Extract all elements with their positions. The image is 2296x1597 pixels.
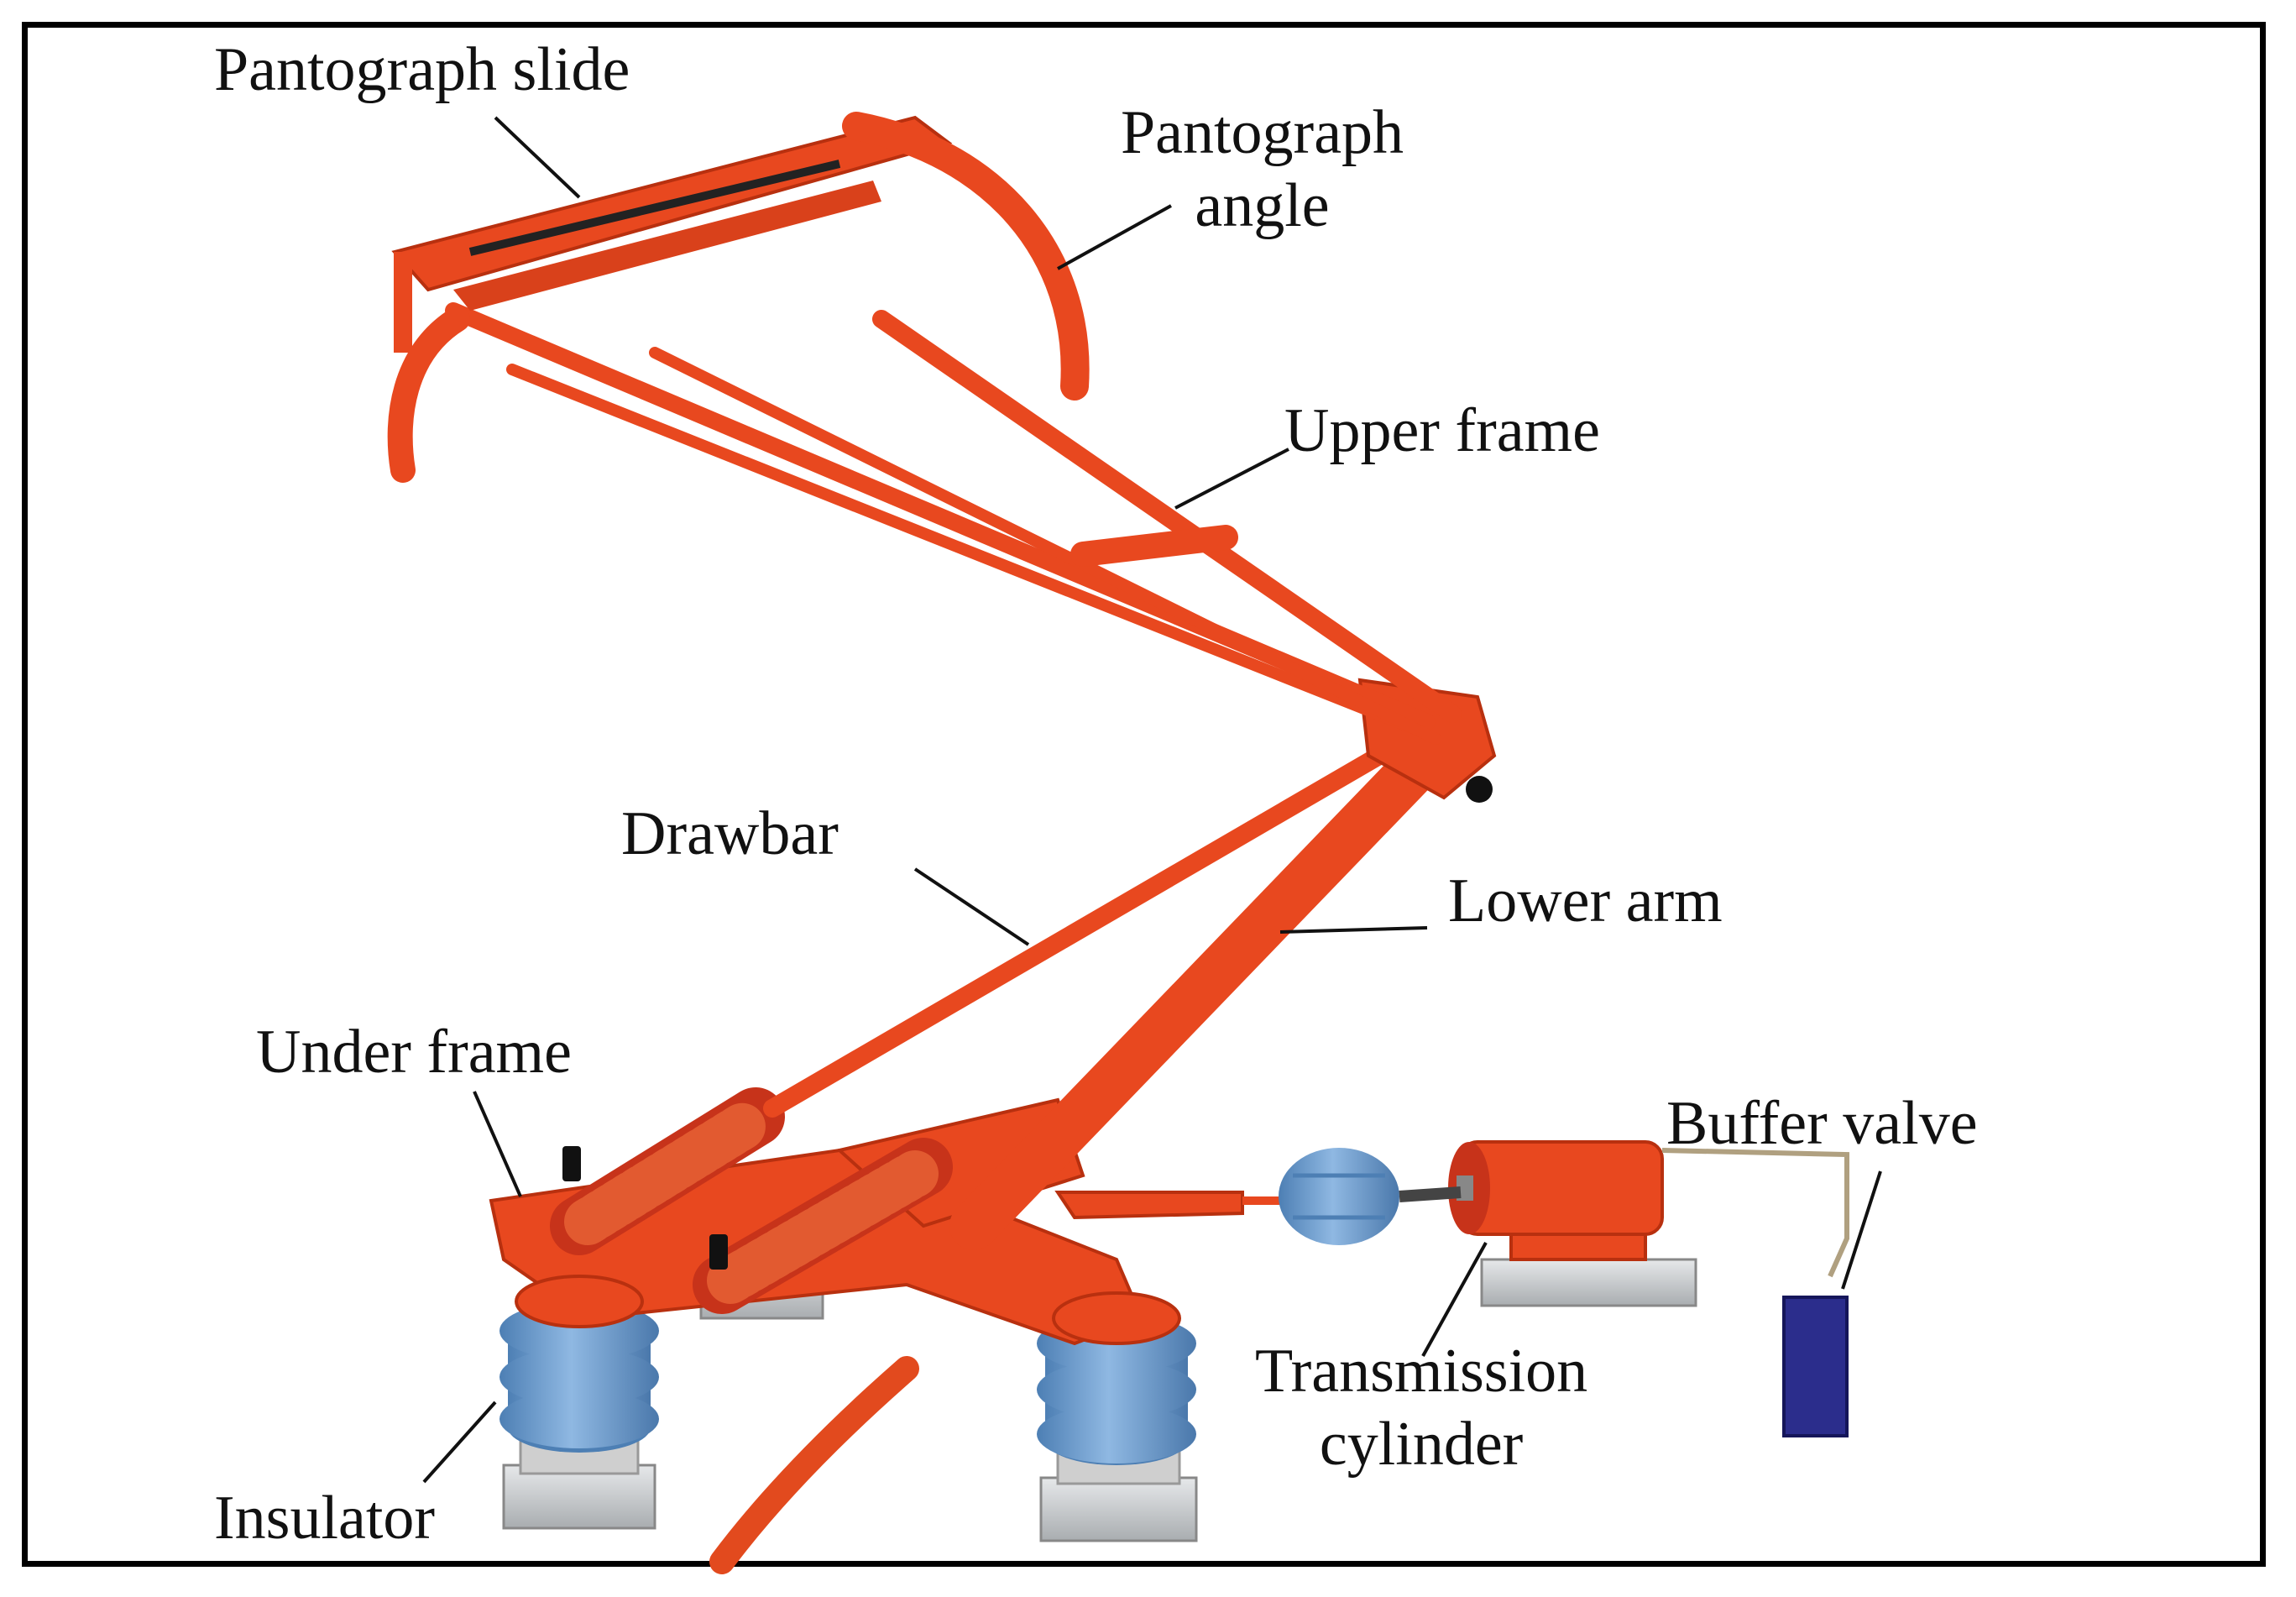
label-lower-arm: Lower arm [1448,867,1723,935]
label-buffer-valve: Buffer valve [1666,1089,1978,1158]
label-upper-frame: Upper frame [1284,396,1600,465]
transmission-cylinder [1448,1140,1697,1307]
label-transmission-line1: Transmission [1255,1337,1588,1406]
lower-arm [949,731,1451,1250]
label-pantograph-angle-line2: angle [1195,171,1330,241]
label-transmission-line2: cylinder [1319,1410,1524,1479]
insulator-base-right [1039,1444,1198,1542]
leader-lines [422,116,1882,1484]
drawbar [763,738,1403,1118]
spring-lower [693,1138,953,1314]
leader-pantograph-angle [1057,204,1172,270]
leader-pantograph-slide [494,116,581,199]
leader-upper-frame [1174,448,1289,510]
spring-upper [550,1087,785,1255]
leader-insulator [422,1401,497,1484]
pantograph-slide [391,115,953,353]
leader-buffer-valve [1841,1170,1882,1290]
label-transmission-cylinder: Transmission cylinder [1255,1335,1587,1482]
insulator-right [1037,1314,1196,1465]
leader-under-frame [473,1091,522,1197]
leader-lower-arm [1279,926,1428,934]
label-pantograph-slide: Pantograph slide [214,35,630,104]
label-insulator: Insulator [214,1484,436,1552]
ground-cable [709,1356,919,1574]
label-pantograph-angle-line1: Pantograph [1121,98,1404,167]
buffer-valve [1782,1296,1849,1437]
leader-transmission [1421,1242,1488,1357]
air-pipe [1661,1148,1849,1278]
insulator-left [499,1301,659,1453]
label-pantograph-angle: Pantograph angle [1121,97,1404,243]
label-under-frame: Under frame [256,1018,572,1086]
leader-drawbar [913,867,1030,946]
upper-frame [445,302,1462,745]
buffer-bellows [1279,1148,1462,1245]
pantograph-horn [387,112,1090,483]
label-drawbar: Drawbar [621,799,839,868]
